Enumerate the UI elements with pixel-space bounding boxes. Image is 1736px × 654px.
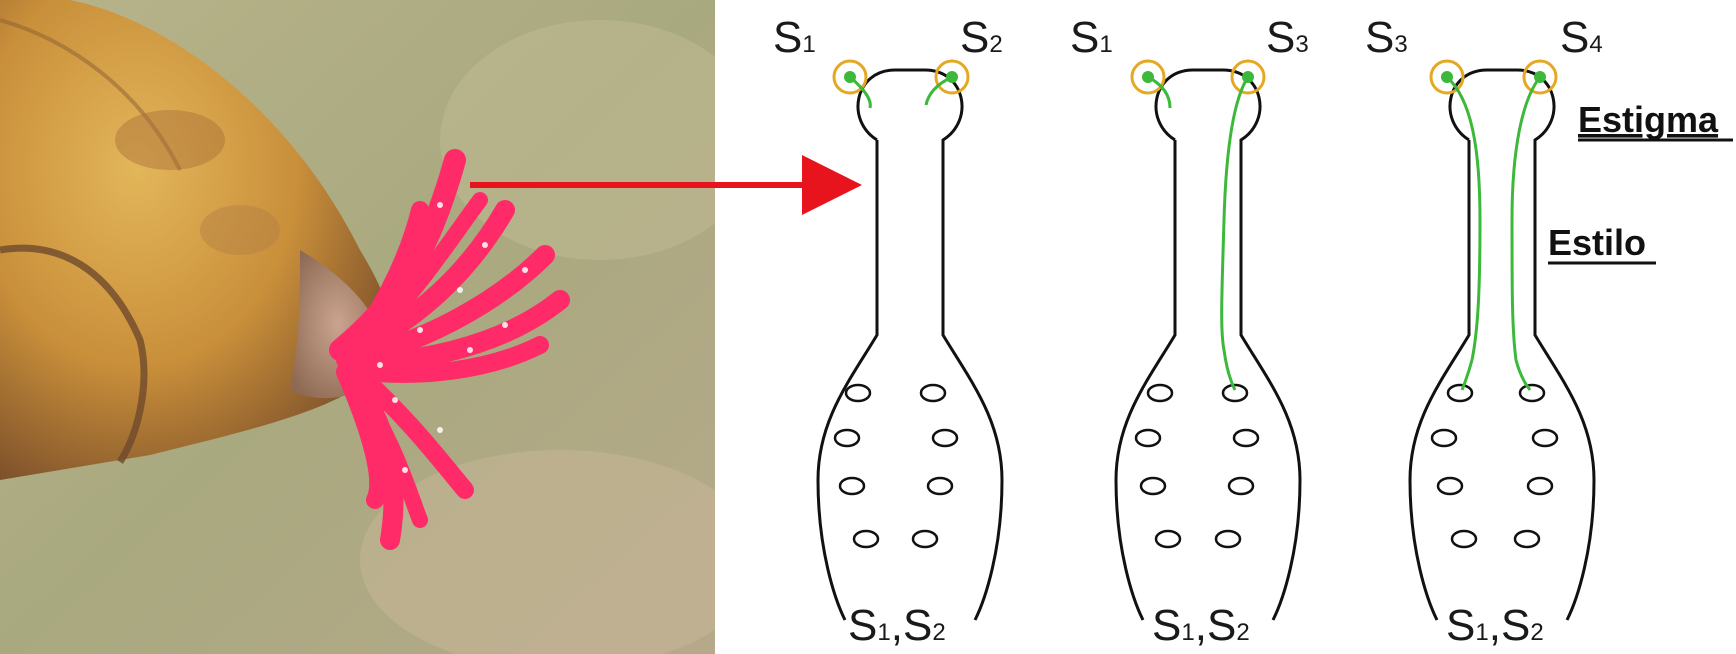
- pollen-grains: [834, 61, 968, 93]
- ovules: [1136, 385, 1258, 547]
- pollen-tubes: [1148, 77, 1248, 390]
- pistil-3: S3 S4 S1,S2: [1365, 13, 1603, 650]
- ovules: [835, 385, 957, 547]
- pistil-outline: [1410, 70, 1594, 620]
- pollen-grains: [1132, 61, 1264, 93]
- pistil-2-left-allele: S1: [1070, 13, 1113, 62]
- pistil-1-right-allele: S2: [960, 13, 1003, 62]
- stigma-label: Estigma: [1578, 99, 1719, 140]
- pistil-3-left-allele: S3: [1365, 13, 1408, 62]
- pistil-2: S1 S3 S1,S2: [1070, 13, 1309, 650]
- pistil-2-right-allele: S3: [1266, 13, 1309, 62]
- pistil-2-genotype: S1,S2: [1152, 601, 1250, 650]
- pistil-3-right-allele: S4: [1560, 13, 1603, 62]
- pistil-1-genotype: S1,S2: [848, 601, 946, 650]
- style-label: Estilo: [1548, 222, 1646, 263]
- ovules: [1432, 385, 1557, 547]
- pistil-1-left-allele: S1: [773, 13, 816, 62]
- pistil-1: S1 S2 S1,S2: [773, 13, 1003, 650]
- pistil-outline: [818, 70, 1002, 620]
- pistil-3-genotype: S1,S2: [1446, 601, 1544, 650]
- pollen-tubes: [1447, 77, 1540, 390]
- pollen-grains: [1431, 61, 1556, 93]
- pistil-outline: [1116, 70, 1300, 620]
